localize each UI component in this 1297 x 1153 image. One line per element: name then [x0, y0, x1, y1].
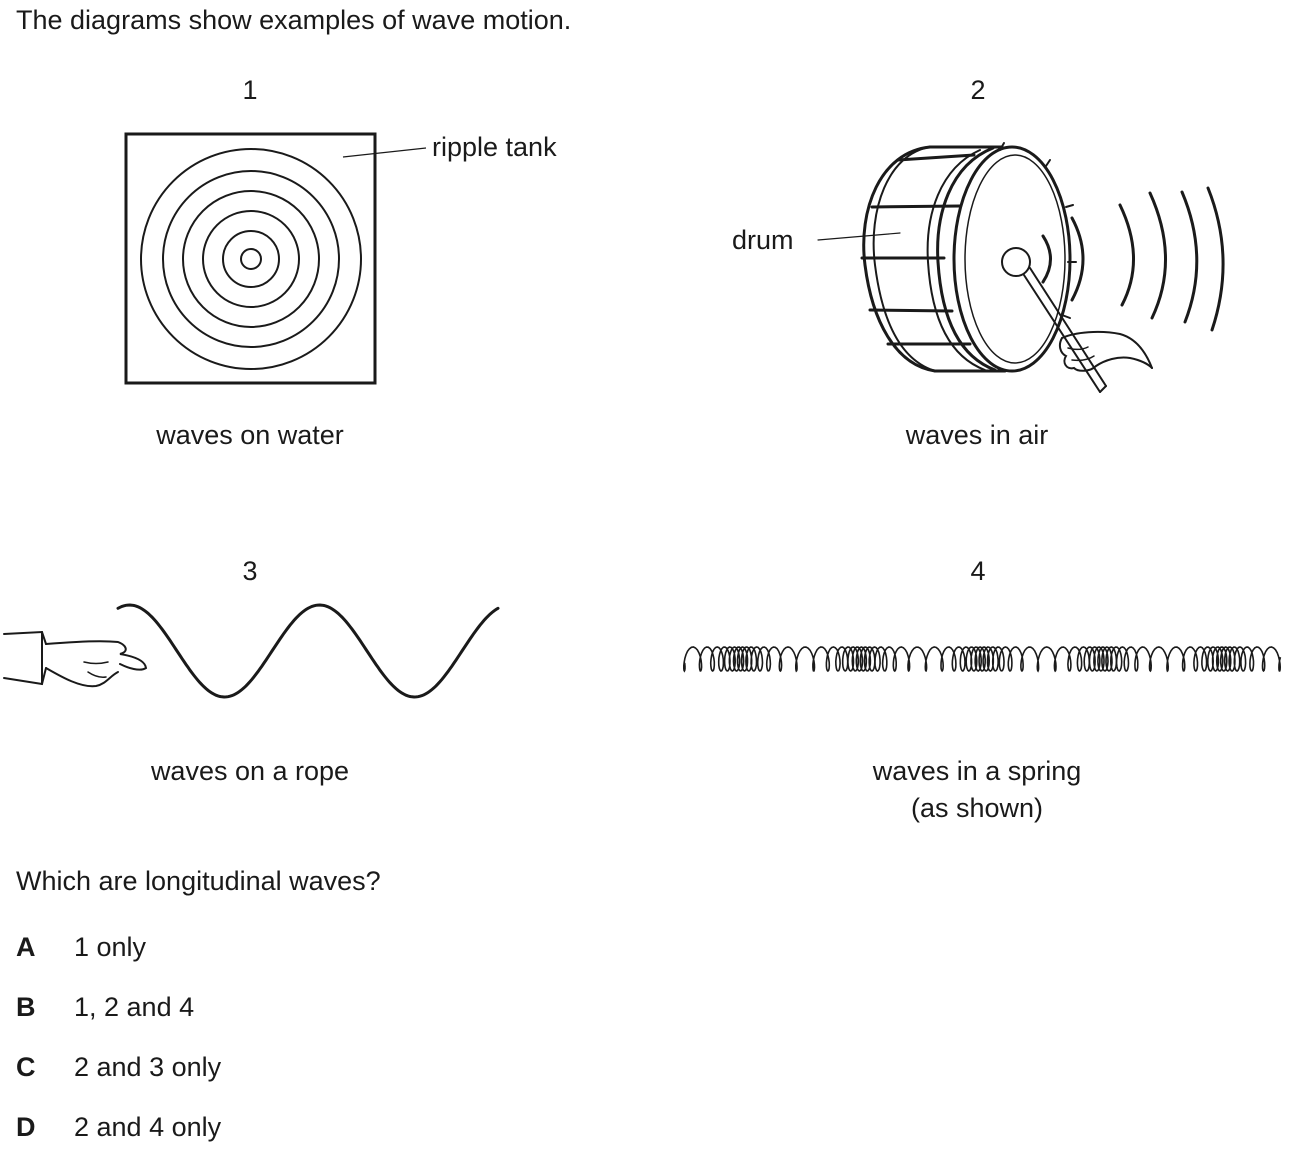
question-text: Which are longitudinal waves? — [16, 866, 381, 896]
option-b-letter: B — [16, 992, 36, 1022]
option-a-letter: A — [16, 932, 36, 962]
intro-text: The diagrams show examples of wave motio… — [16, 5, 572, 35]
option-d-text[interactable]: 2 and 4 only — [74, 1112, 222, 1142]
caption-waves-on-water: waves on water — [156, 420, 344, 450]
drum-diagram — [817, 142, 1225, 393]
diagram-2-number: 2 — [970, 75, 986, 105]
option-d-letter: D — [16, 1112, 36, 1142]
diagram-3-number: 3 — [242, 556, 258, 586]
option-c-letter: C — [16, 1052, 36, 1082]
diagram-1-number: 1 — [242, 75, 258, 105]
caption-as-shown: (as shown) — [910, 793, 1044, 823]
diagram-4-number: 4 — [970, 556, 986, 586]
option-b-text[interactable]: 1, 2 and 4 — [74, 992, 195, 1022]
option-a-text[interactable]: 1 only — [74, 932, 147, 962]
drum-label: drum — [732, 225, 794, 255]
caption-waves-in-spring: waves in a spring — [872, 756, 1082, 786]
caption-waves-on-rope: waves on a rope — [150, 756, 350, 786]
rope-diagram — [3, 603, 500, 699]
ripple-tank-label: ripple tank — [432, 132, 557, 162]
spring-diagram — [683, 646, 1282, 673]
option-c-text[interactable]: 2 and 3 only — [74, 1052, 222, 1082]
caption-waves-in-air: waves in air — [905, 420, 1049, 450]
ripple-tank-diagram — [124, 132, 427, 385]
